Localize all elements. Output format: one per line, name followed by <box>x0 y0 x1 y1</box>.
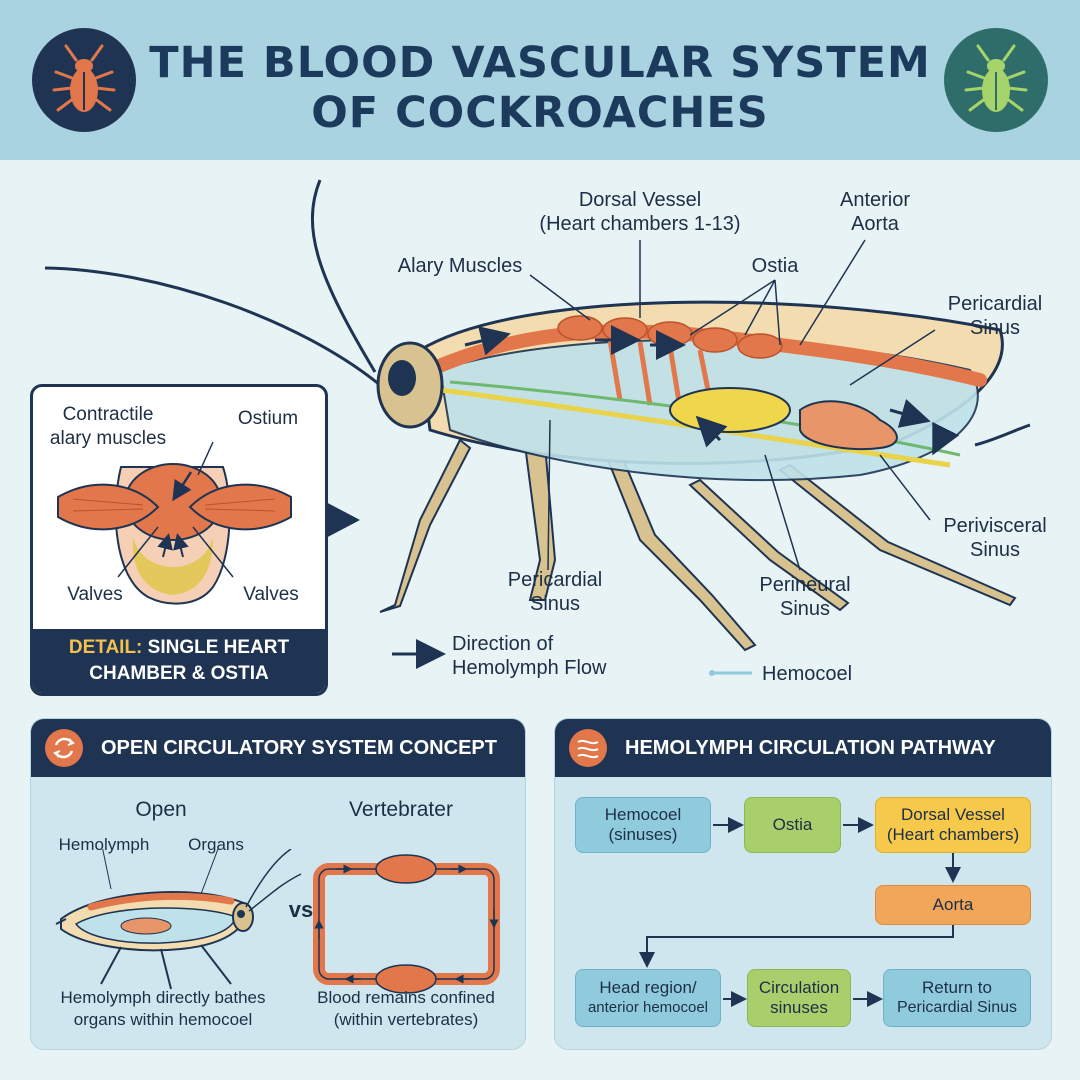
step-dorsal-vessel-line-2: (Heart chambers) <box>886 825 1020 844</box>
step-sinuses-line-1: Circulation <box>758 978 840 997</box>
label-ostia: Ostia <box>751 255 799 277</box>
detail-label-valves-right: Valves <box>243 584 299 605</box>
step-hemocoel-line-2: (sinuses) <box>608 825 678 844</box>
pathway-arrows <box>639 817 961 1007</box>
vertebrate-label: Vertebrater <box>349 798 453 821</box>
antenna-right <box>310 179 377 373</box>
open-circulatory-panel: OPEN CIRCULATORY SYSTEM CONCEPT Open Ver… <box>30 718 526 1050</box>
pathway-panel-header: HEMOLYMPH CIRCULATION PATHWAY <box>555 719 1051 777</box>
detail-caption-line-1: SINGLE HEART <box>147 637 290 658</box>
antenna-left <box>44 266 381 387</box>
header-banner: THE BLOOD VASCULAR SYSTEM OF COCKROACHES <box>0 0 1080 160</box>
label-perineural-sinus-2: Sinus <box>779 598 831 620</box>
legend-flow-line-1: Direction of <box>452 633 554 655</box>
open-panel-header: OPEN CIRCULATORY SYSTEM CONCEPT <box>31 719 525 777</box>
label-pericardial-sinus-bottom-2: Sinus <box>529 593 581 615</box>
cockroach-icon <box>52 44 116 112</box>
pathway-step-aorta: Aorta <box>875 885 1031 925</box>
open-panel-title: OPEN CIRCULATORY SYSTEM CONCEPT <box>101 737 497 759</box>
hemolymph-label: Hemolymph <box>58 835 150 854</box>
cockroach-icon <box>964 44 1028 112</box>
label-heart-chambers: (Heart chambers 1-13) <box>539 213 741 235</box>
cycle-icon <box>45 729 83 767</box>
heart-chamber-detail-illustration <box>57 441 292 605</box>
detail-label-contractile-1: Contractile <box>62 404 154 425</box>
fat-body-organ <box>669 387 791 433</box>
compound-eye <box>388 360 416 396</box>
open-vs-closed-illustration <box>55 849 500 994</box>
label-pericardial-sinus-top-1: Pericardial <box>947 293 1043 315</box>
detail-pointer <box>322 500 360 540</box>
step-aorta-label: Aorta <box>932 895 974 914</box>
pathway-step-head-region: Head region/anterior hemocoel <box>575 969 721 1027</box>
detail-caption-highlight: DETAIL: <box>68 637 143 658</box>
closed-caption-line-1: Blood remains confined <box>317 988 495 1007</box>
page-title-line-2: OF COCKROACHES <box>311 88 769 138</box>
detail-caption-line-2: CHAMBER & OSTIA <box>89 663 269 684</box>
detail-callout: Contractile alary muscles Ostium Valves … <box>30 384 328 696</box>
detail-label-valves-left: Valves <box>67 584 123 605</box>
step-ostia-label: Ostia <box>772 815 813 834</box>
organs-label: Organs <box>188 835 244 854</box>
label-pericardial-sinus-top-2: Sinus <box>969 317 1021 339</box>
label-pericardial-sinus-bottom-1: Pericardial <box>507 569 603 591</box>
detail-caption: DETAIL: SINGLE HEART CHAMBER & OSTIA <box>33 629 325 693</box>
label-anterior: Anterior <box>839 189 911 211</box>
step-hemocoel-line-1: Hemocoel <box>604 805 682 824</box>
vs-label: vs <box>288 897 314 922</box>
label-perivisceral-sinus-2: Sinus <box>969 539 1021 561</box>
open-label: Open <box>135 798 187 821</box>
cockroach-badge-right <box>944 28 1048 132</box>
pathway-step-return: Return to Pericardial Sinus <box>883 969 1031 1027</box>
open-caption-line-2: organs within hemocoel <box>73 1010 253 1029</box>
label-perivisceral-sinus-1: Perivisceral <box>943 515 1047 537</box>
pathway-step-dorsal-vessel: Dorsal Vessel(Heart chambers) <box>875 797 1031 853</box>
circulation-pathway-panel: HEMOLYMPH CIRCULATION PATHWAY Hemocoel(s… <box>554 718 1052 1050</box>
detail-label-ostium: Ostium <box>237 408 299 429</box>
open-caption-line-1: Hemolymph directly bathes <box>60 988 266 1007</box>
cockroach-badge-left <box>32 28 136 132</box>
label-perineural-sinus-1: Perineural <box>759 574 851 596</box>
step-dorsal-vessel-line-1: Dorsal Vessel <box>901 805 1005 824</box>
flow-chart-icon <box>569 729 607 767</box>
pathway-panel-title: HEMOLYMPH CIRCULATION PATHWAY <box>625 737 996 759</box>
pathway-step-hemocoel: Hemocoel(sinuses) <box>575 797 711 853</box>
label-aorta: Aorta <box>851 213 899 235</box>
legend-flow-line-2: Hemolymph Flow <box>452 657 607 679</box>
ventral-nerve <box>439 387 951 468</box>
muscle-striations <box>72 498 276 512</box>
detail-label-contractile-2: alary muscles <box>49 428 167 449</box>
step-sinuses-line-2: sinuses <box>770 998 828 1017</box>
step-return-line-1: Return to <box>922 978 992 997</box>
gut-organ <box>799 400 898 451</box>
step-head-line-2: anterior hemocoel <box>587 999 709 1016</box>
pathway-step-ostia: Ostia <box>744 797 841 853</box>
flow-arrows <box>464 325 960 456</box>
cockroach-anatomy-illustration <box>44 179 1031 676</box>
step-head-line-1: Head region/ <box>599 978 697 997</box>
label-alary-muscles: Alary Muscles <box>397 255 523 277</box>
page-title-line-1: THE BLOOD VASCULAR SYSTEM <box>149 38 931 88</box>
leader-lines <box>529 239 936 571</box>
step-return-line-2: Pericardial Sinus <box>896 999 1018 1016</box>
label-dorsal-vessel: Dorsal Vessel <box>578 189 702 211</box>
legend-hemocoel: Hemocoel <box>762 663 853 685</box>
closed-caption-line-2: (within vertebrates) <box>333 1010 479 1029</box>
